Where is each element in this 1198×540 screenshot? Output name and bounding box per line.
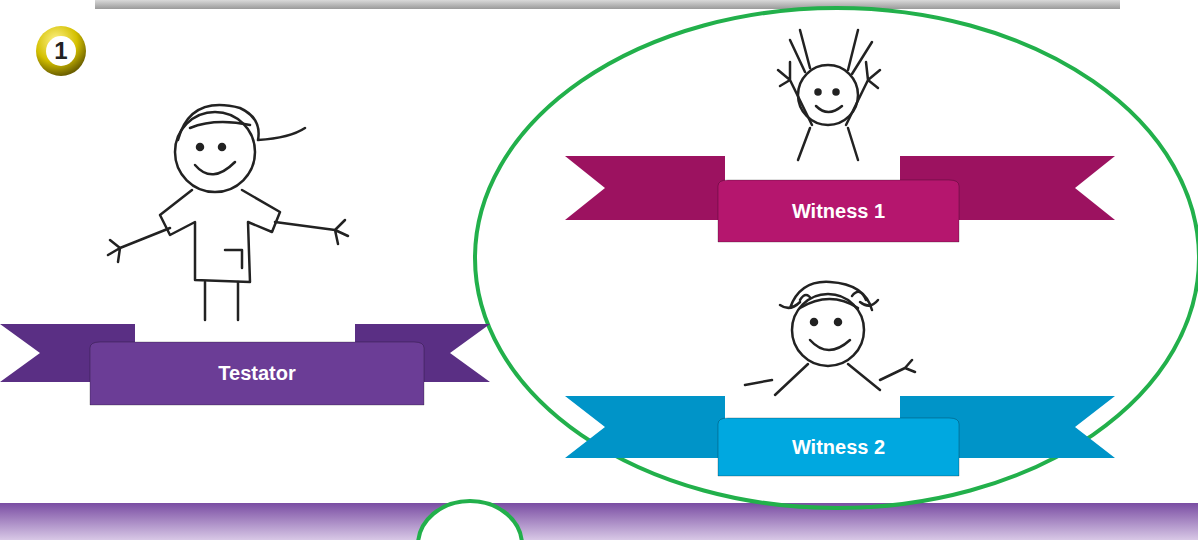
testator-figure [108,105,348,320]
ribbon-tail [565,396,725,458]
callout-number: 1 [35,25,87,77]
ball-face [46,36,76,66]
ribbon-tail [565,156,725,220]
ribbon-label: Testator [90,342,424,405]
ribbon-label: Witness 2 [718,418,959,476]
witness-2-figure [745,282,915,395]
ribbon-label: Witness 1 [718,180,959,242]
bottom-circle [418,501,522,540]
ribbon-banner: Witness 2 [565,390,1139,480]
ribbon-center [718,180,959,242]
bottom-band [0,503,1198,540]
top-bar [95,0,1120,9]
ball-outline [36,26,86,76]
ribbon-center [90,342,424,405]
ribbon-shape [565,390,1139,480]
callout-ball: 1 [35,25,87,77]
ribbon-banner: Witness 1 [565,150,1139,250]
ribbon-banner: Testator [0,310,514,410]
witness-group-ellipse [475,8,1198,508]
ribbon-shape [0,310,514,410]
ribbon-center [718,418,959,476]
witness-1-figure [778,30,880,160]
